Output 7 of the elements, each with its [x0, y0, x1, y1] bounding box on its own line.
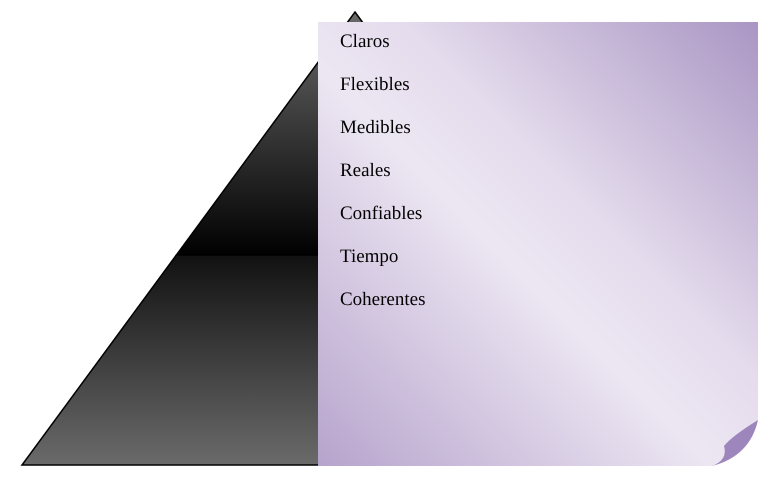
- list-item: Coherentes: [340, 289, 426, 311]
- list-item: Flexibles: [340, 74, 410, 96]
- list-item: Medibles: [340, 117, 411, 139]
- list-item: Claros: [340, 31, 390, 53]
- list-item: Reales: [340, 160, 391, 182]
- list-item: Tiempo: [340, 246, 398, 268]
- list-item: Confiables: [340, 203, 422, 225]
